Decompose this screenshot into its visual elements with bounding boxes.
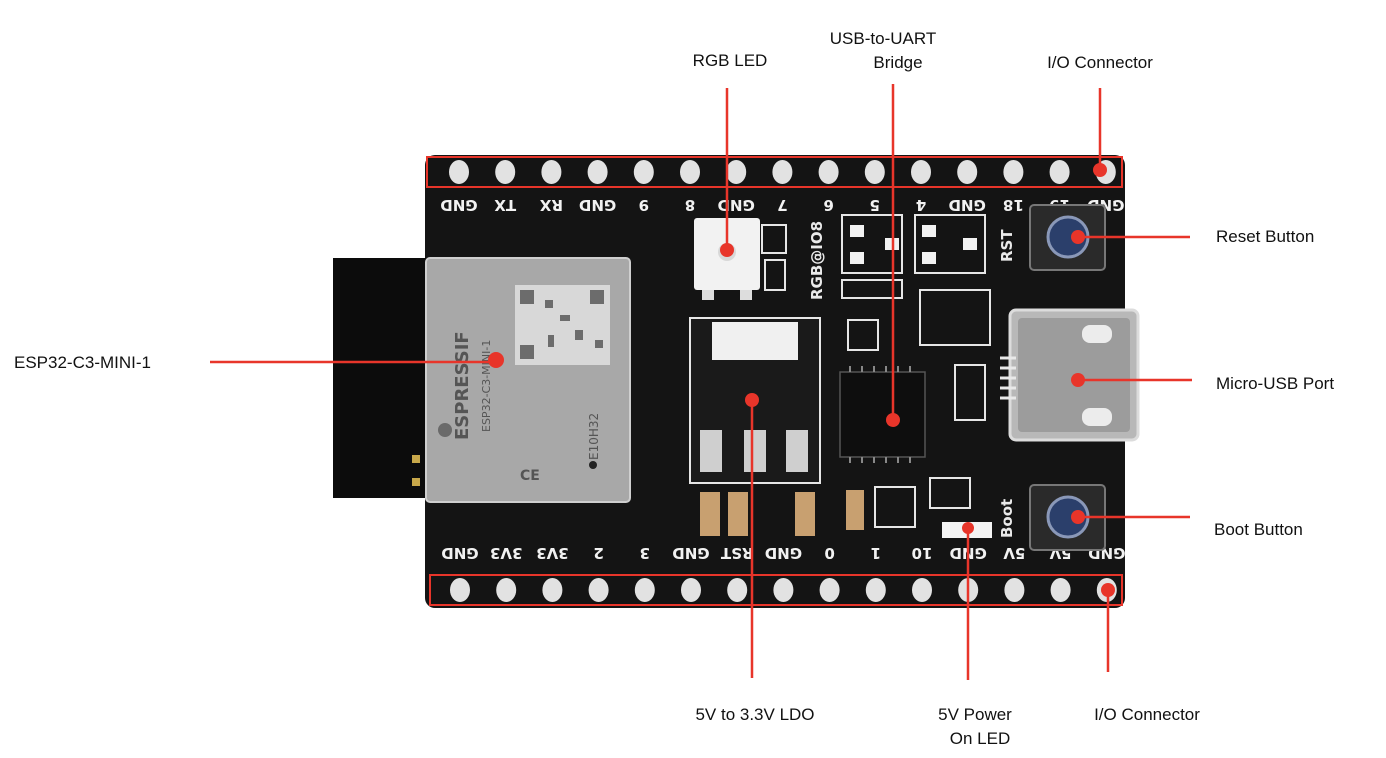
top-pin-head [957,160,978,184]
label-power-led-line2: On LED [950,729,1010,748]
bottom-pin-heads [450,578,1117,602]
module-pad [412,455,420,463]
ldo-pin [786,430,808,472]
callouts [210,84,1192,680]
bottom-pin-head [450,578,470,602]
label-io-connector-top: I/O Connector [1047,53,1153,72]
top-header-outline [426,156,1123,188]
label-io-connector-bottom: I/O Connector [1094,705,1200,724]
label-power-led-line1: 5V Power [938,705,1012,724]
bottom-pin-head [1050,578,1071,602]
label-esp32-module: ESP32-C3-MINI-1 [14,353,151,372]
top-pin-head [633,160,654,184]
rgb-led-pad [740,290,752,300]
module-model-text: ESP32-C3-MINI-1 [480,340,493,432]
rgb-gpio-silk: RGB@IO8 [808,221,826,300]
bottom-pin-head [496,578,517,602]
bottom-pin-label: 3V3 [536,544,568,562]
bottom-pin-head [634,578,655,602]
ldo-pin [744,430,766,472]
bottom-pin-head [819,578,840,602]
label-reset-button: Reset Button [1216,227,1314,246]
label-ldo: 5V to 3.3V LDO [695,705,814,724]
top-pin-label: GND [949,196,986,214]
top-pin-label: 7 [777,196,787,214]
bottom-pin-label: 2 [593,544,603,562]
bottom-pin-head [588,578,609,602]
bottom-pin-label: 10 [912,544,933,562]
module-ce-mark: CE [520,468,540,484]
capacitors [700,490,864,536]
module-qr-pattern [520,290,604,359]
top-pin-head [772,160,793,184]
top-pin-label: 9 [639,196,649,214]
top-pin-head [680,160,700,184]
micro-usb-slot [1082,408,1112,426]
bottom-pin-head [681,578,701,602]
ldo-pin [700,430,722,472]
bottom-pin-head [865,578,886,602]
bottom-pin-head [727,578,748,602]
boot-silk: Boot [998,499,1016,538]
label-rgb-led: RGB LED [693,51,768,70]
bottom-pin-label: 1 [871,544,881,562]
top-pin-label: GND [579,196,616,214]
top-pin-head [449,160,469,184]
module-brand-text: ESPRESSIF [452,331,473,440]
top-pin-label: 8 [685,196,695,214]
bottom-pin-head [1004,578,1025,602]
bottom-pin-head [773,578,794,602]
micro-usb-pins [1000,356,1016,400]
rst-silk: RST [998,229,1016,262]
top-pin-heads [449,160,1116,184]
top-pin-label: 6 [823,196,833,214]
top-pin-head [1049,160,1070,184]
bottom-pin-head [542,578,563,602]
label-micro-usb-port: Micro-USB Port [1216,374,1334,393]
top-pin-head [818,160,839,184]
top-pin-label: TX [494,196,516,214]
bottom-pin-label: RST [720,544,753,562]
top-pin-label: 18 [1003,196,1024,214]
module-pad [412,478,420,486]
module-dot [589,461,597,469]
top-pin-head [587,160,608,184]
micro-usb-slot [1082,325,1112,343]
top-pin-label: 4 [916,196,926,214]
top-pin-label: RX [539,196,563,214]
label-usb-uart-line1: USB-to-UART [830,29,936,48]
top-pin-head [1003,160,1024,184]
top-pin-label: 5 [870,196,880,214]
bottom-pin-head [912,578,932,602]
bottom-pin-label: 0 [824,544,834,562]
top-pin-labels: GNDTXRXGND98GND7654GND1819GND [440,196,1124,214]
module-logo-mark [438,423,452,437]
ldo-tab [712,322,798,360]
top-pin-head [726,160,747,184]
bottom-pin-label: GND [672,544,709,562]
bottom-pin-label: GND [765,544,802,562]
label-usb-uart-line2: Bridge [873,53,922,72]
smd-components [761,214,991,528]
usb-uart-chip-pins [849,366,911,463]
bottom-pin-label: 5V [1003,544,1025,562]
bottom-pin-label: GND [441,544,478,562]
top-pin-head [911,160,931,184]
top-pin-head [541,160,562,184]
top-pin-head [864,160,885,184]
top-pin-head [495,160,516,184]
usb-uart-chip [839,371,926,458]
bottom-pin-label: 3V3 [490,544,522,562]
module-variant-text: E10H32 [587,413,601,460]
top-pin-label: GND [440,196,477,214]
top-pin-label: GND [718,196,755,214]
bottom-pin-label: 3 [640,544,650,562]
label-boot-button: Boot Button [1214,520,1303,539]
bottom-pin-labels: GND3V33V323GNDRSTGND0110GND5V5VGND [441,544,1125,562]
rgb-led-pad [702,290,714,300]
bottom-header-outline [429,574,1123,606]
